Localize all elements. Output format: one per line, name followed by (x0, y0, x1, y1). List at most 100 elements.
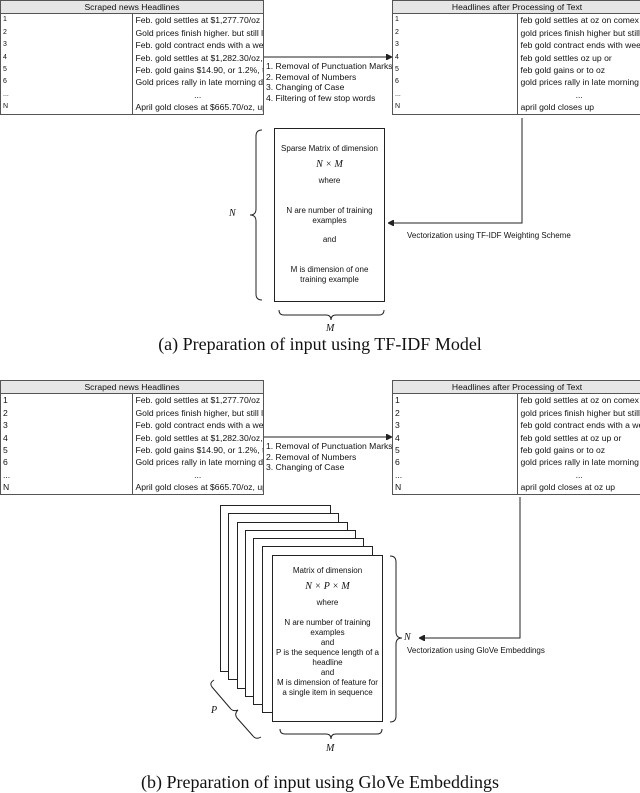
row-number: 3 (393, 39, 518, 51)
n-brace-a (250, 130, 262, 300)
headline-text: feb gold contract ends with weekly loss … (517, 39, 640, 51)
processing-step: 2. Removal of Numbers (266, 452, 393, 463)
matrix-and: and (273, 668, 382, 678)
headline-text: feb gold settles at oz up or (517, 432, 640, 444)
table-header: Headlines after Processing of Text (393, 1, 640, 14)
row-number: ... (393, 469, 518, 481)
row-number: 5 (1, 64, 133, 76)
table-row: ...... (393, 89, 640, 101)
arrow-vectorization-b (420, 497, 520, 638)
headline-text: Feb. gold gains $14.90, or 1.2%, to $1,2… (132, 444, 264, 456)
headline-text: feb gold settles oz up or (517, 52, 640, 64)
headline-text: Feb. gold settles at $1,282.30/oz, up $5… (132, 432, 264, 444)
row-number: 3 (1, 419, 133, 431)
row-number: 1 (393, 394, 518, 407)
row-number: 4 (393, 432, 518, 444)
matrix-n-description: N are number of training examples (283, 206, 376, 226)
matrix-title: Matrix of dimension (273, 566, 382, 576)
headline-text: Feb. gold settles at $1,277.70/oz on Com… (132, 394, 264, 407)
matrix-m-description: M is dimension of one training example (287, 265, 372, 285)
row-number: N (1, 481, 133, 494)
matrix-and: and (273, 638, 382, 648)
sparse-matrix-box: Sparse Matrix of dimension N × M where N… (274, 128, 385, 302)
table-header: Headlines after Processing of Text (393, 381, 640, 394)
headline-text: ... (132, 89, 264, 101)
matrix-m-description: M is dimension of feature for a single i… (277, 678, 378, 698)
headline-text: feb gold gains or to oz (517, 444, 640, 456)
headline-text: ... (517, 89, 640, 101)
row-number: N (393, 481, 518, 494)
headline-text: Gold prices rally in late morning dealin… (132, 456, 264, 468)
table-header: Scraped news Headlines (1, 381, 264, 394)
headline-text: Gold prices finish higher. but still log… (132, 27, 264, 39)
n-label-b: N (404, 632, 411, 643)
headline-text: feb gold gains or to oz (517, 64, 640, 76)
matrix-box-front: Matrix of dimension N × P × M where N ar… (272, 555, 383, 722)
headline-text: Gold prices rally in late morning dealin… (132, 76, 264, 88)
row-number: 4 (1, 432, 133, 444)
row-number: 1 (393, 14, 518, 27)
headline-text: gold prices rally in late morning dealin… (517, 76, 640, 88)
row-number: 2 (393, 407, 518, 419)
headline-text: gold prices rally in late morning dealin… (517, 456, 640, 468)
headline-text: Feb. gold contract ends with a weekly lo… (132, 39, 264, 51)
row-number: 4 (393, 52, 518, 64)
n-brace-b (390, 556, 402, 722)
row-number: 2 (1, 407, 133, 419)
headline-text: Feb. gold contract ends with a weekly lo… (132, 419, 264, 431)
headline-text: feb gold settles at oz on comex down or (517, 394, 640, 407)
row-number: 6 (1, 76, 133, 88)
matrix-dimension: N × P × M (273, 582, 382, 592)
headline-text: gold prices finish higher but still logs… (517, 27, 640, 39)
processing-step: 2. Removal of Numbers (266, 72, 393, 83)
row-number: 5 (1, 444, 133, 456)
row-number: 2 (1, 27, 133, 39)
processing-step: 3. Changing of Case (266, 462, 393, 473)
matrix-where: where (273, 598, 382, 608)
headline-text: April gold closes at $665.70/oz, up $2.7… (132, 481, 264, 494)
row-number: 3 (1, 39, 133, 51)
row-number: ... (1, 469, 133, 481)
m-brace-b (280, 729, 382, 739)
headline-text: feb gold settles at oz on comex down or (517, 14, 640, 27)
headline-text: feb gold contract ends with a weekly los… (517, 419, 640, 431)
headline-text: Feb. gold settles at $1,277.70/oz on Com… (132, 14, 264, 27)
table-row: ...... (1, 89, 264, 101)
row-number: 3 (393, 419, 518, 431)
headline-text: Gold prices finish higher, but still log… (132, 407, 264, 419)
processing-step: 1. Removal of Punctuation Marks (266, 61, 393, 72)
caption-a: (a) Preparation of input using TF-IDF Mo… (0, 334, 640, 355)
processing-step: 1. Removal of Punctuation Marks (266, 441, 393, 452)
headline-text: April gold closes at $665.70/oz, up $2.7… (132, 101, 264, 114)
processing-step: 4. Filtering of few stop words (266, 93, 393, 104)
headline-text: Feb. gold settles at $1,282.30/oz, up $5… (132, 52, 264, 64)
headline-text: gold prices finish higher but still logs… (517, 407, 640, 419)
matrix-and: and (275, 235, 384, 245)
m-brace-a (279, 310, 384, 320)
row-number: 2 (393, 27, 518, 39)
